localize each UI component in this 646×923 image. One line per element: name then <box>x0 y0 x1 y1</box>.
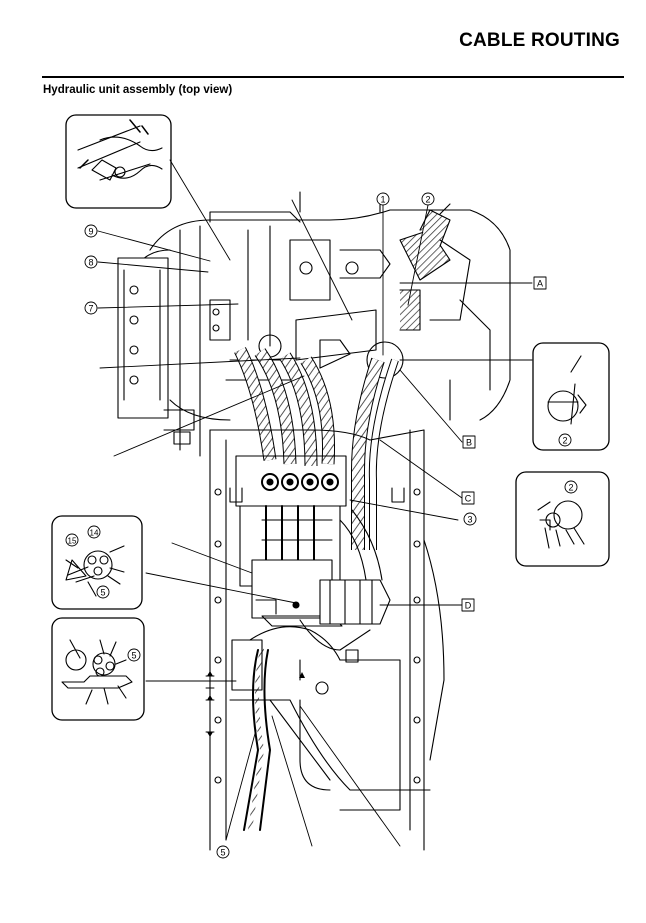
hydraulic-unit <box>235 455 347 627</box>
leader-lines <box>97 159 533 847</box>
callout-2-inset: 2 <box>562 436 567 446</box>
inset-left-lower <box>51 617 145 721</box>
inset-right-top <box>532 342 610 451</box>
brake-hoses <box>234 347 399 550</box>
engine-upper-body <box>117 191 511 457</box>
letter-boxes <box>461 276 547 612</box>
callout-9: 9 <box>88 227 93 237</box>
callout-numbers: 1 2 3 2 2 9 8 7 14 15 5 5 5 <box>68 195 574 858</box>
connector-assembly <box>229 509 431 832</box>
callout-1: 1 <box>380 195 385 205</box>
label-C: C <box>465 494 472 504</box>
callout-circles <box>65 192 578 859</box>
arrow-marks <box>207 671 305 737</box>
page-title: CABLE ROUTING <box>459 30 620 51</box>
callout-5-a: 5 <box>100 588 105 598</box>
callout-5-c: 5 <box>220 848 225 858</box>
inset-right-middle <box>515 471 610 567</box>
callout-7: 7 <box>88 304 93 314</box>
section-title: Hydraulic unit assembly (top view) <box>43 84 233 96</box>
callout-15: 15 <box>68 537 77 546</box>
header-rule <box>42 76 624 78</box>
callout-3: 3 <box>467 515 472 525</box>
callout-2-inset-b: 2 <box>568 483 573 493</box>
callout-2: 2 <box>425 195 430 205</box>
label-B: B <box>466 438 472 448</box>
label-D: D <box>465 601 472 611</box>
callout-14: 14 <box>90 529 99 538</box>
callout-5-b: 5 <box>131 651 136 661</box>
inset-top-left <box>65 114 172 209</box>
label-A: A <box>537 279 543 289</box>
letter-labels: A B C D <box>465 279 543 611</box>
callout-8: 8 <box>88 258 93 268</box>
